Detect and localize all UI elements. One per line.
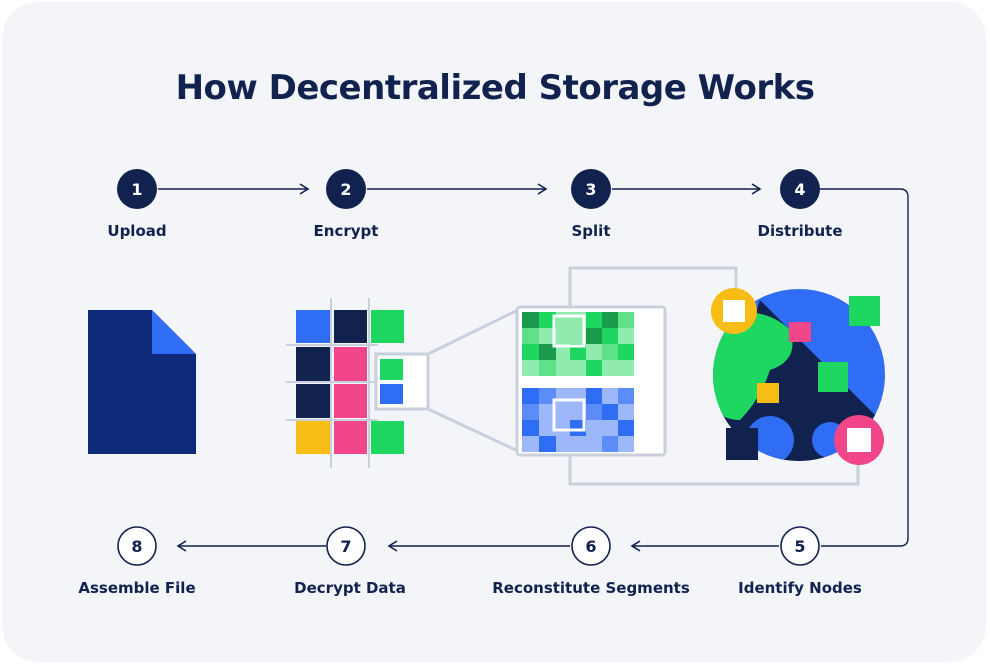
- step-2-label: Encrypt: [313, 222, 379, 240]
- step-1-badge: 1: [117, 169, 157, 209]
- encrypted-grid-icon: [286, 298, 430, 468]
- distribution-bracket: [568, 266, 860, 486]
- step-8-number: 8: [131, 537, 142, 556]
- step-1-number: 1: [131, 180, 142, 199]
- connector-4-to-5: [820, 188, 909, 547]
- step-1-label: Upload: [107, 222, 167, 240]
- step-6-number: 6: [585, 537, 596, 556]
- step-7-number: 7: [340, 537, 351, 556]
- step-4-label: Distribute: [757, 222, 843, 240]
- step-7-label: Decrypt Data: [294, 579, 406, 597]
- step-2-badge: 2: [326, 169, 366, 209]
- step-8-badge: 8: [117, 526, 157, 566]
- top-flow-connectors: [158, 183, 909, 547]
- step-7-badge: 7: [326, 526, 366, 566]
- step-4-badge: 4: [780, 169, 820, 209]
- step-6-label: Reconstitute Segments: [492, 579, 690, 597]
- document-icon: [88, 310, 196, 454]
- green-segment: [522, 312, 634, 376]
- step-4-number: 4: [794, 180, 805, 199]
- step-5-label: Identify Nodes: [738, 579, 862, 597]
- step-3-badge: 3: [571, 169, 611, 209]
- split-segments-icon: [515, 305, 667, 457]
- blue-segment: [522, 388, 634, 452]
- step-5-number: 5: [794, 537, 805, 556]
- step-2-number: 2: [340, 180, 351, 199]
- zoom-lines: [427, 307, 521, 454]
- step-5-badge: 5: [780, 526, 820, 566]
- step-3-number: 3: [585, 180, 596, 199]
- step-8-label: Assemble File: [78, 579, 196, 597]
- step-6-badge: 6: [571, 526, 611, 566]
- network-globe-icon: [711, 288, 885, 465]
- step-3-label: Split: [571, 222, 611, 240]
- page-title: How Decentralized Storage Works: [175, 68, 815, 108]
